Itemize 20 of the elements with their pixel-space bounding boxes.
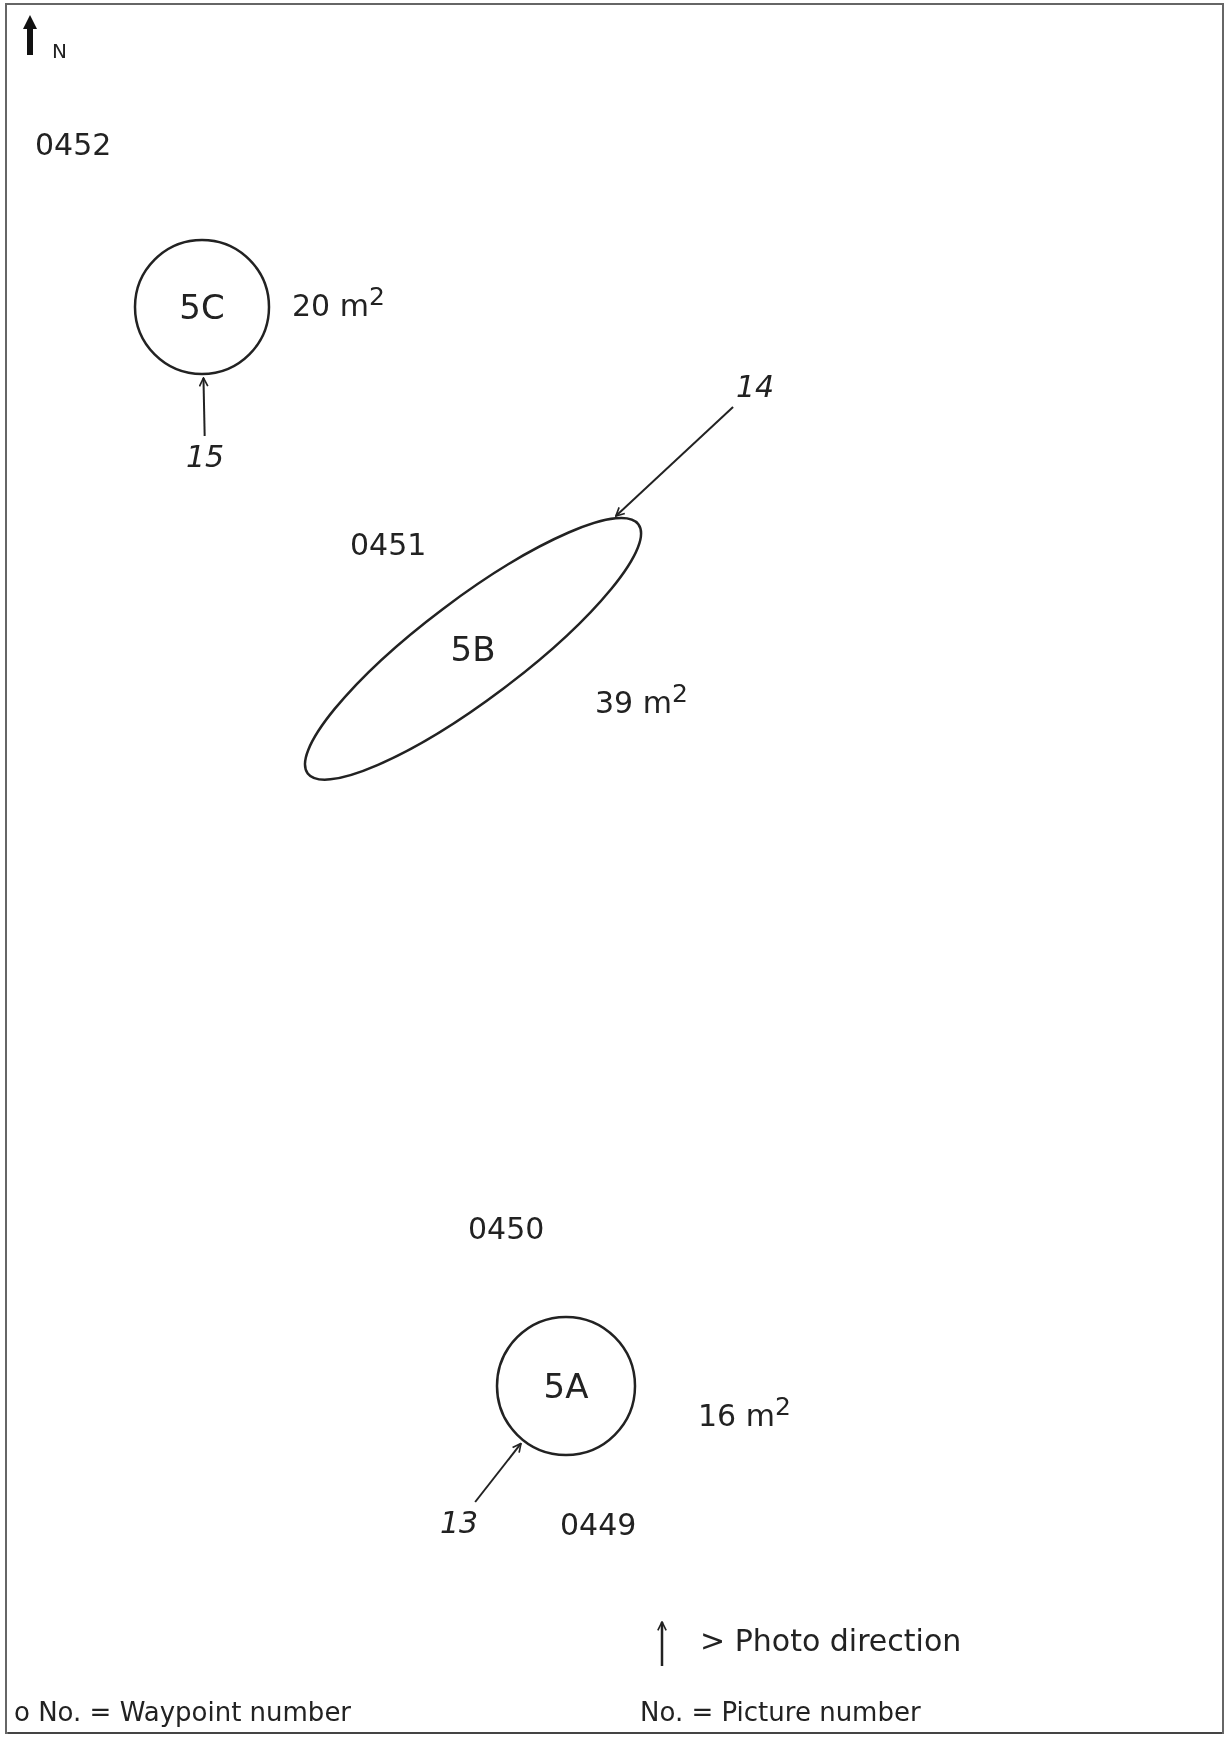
compass-label: N bbox=[52, 40, 67, 62]
photo-direction-arrow bbox=[614, 406, 735, 518]
waypoint-number: 0450 bbox=[468, 1212, 545, 1245]
picture-number: 14 bbox=[736, 370, 775, 403]
photo-direction-arrow bbox=[198, 377, 209, 437]
area-id: 5A bbox=[543, 1366, 589, 1406]
area-id: 5C bbox=[179, 287, 225, 327]
area-size: 39 m$^{2}$ bbox=[595, 680, 688, 719]
waypoint-number: 0449 bbox=[560, 1508, 637, 1541]
waypoint-number: 0452 bbox=[35, 128, 112, 161]
photo-direction-arrow bbox=[474, 1442, 522, 1503]
legend-text: o No. = Waypoint number bbox=[14, 1698, 352, 1727]
picture-number: 13 bbox=[440, 1506, 479, 1539]
area-size: 20 m$^{2}$ bbox=[292, 283, 385, 322]
area-size: 16 m$^{2}$ bbox=[698, 1393, 791, 1432]
legend-text: > Photo direction bbox=[700, 1624, 962, 1657]
legend-text: No. = Picture number bbox=[640, 1698, 921, 1727]
waypoint-number: 0451 bbox=[350, 528, 427, 561]
area-id: 5B bbox=[450, 629, 496, 669]
picture-number: 15 bbox=[186, 440, 225, 473]
